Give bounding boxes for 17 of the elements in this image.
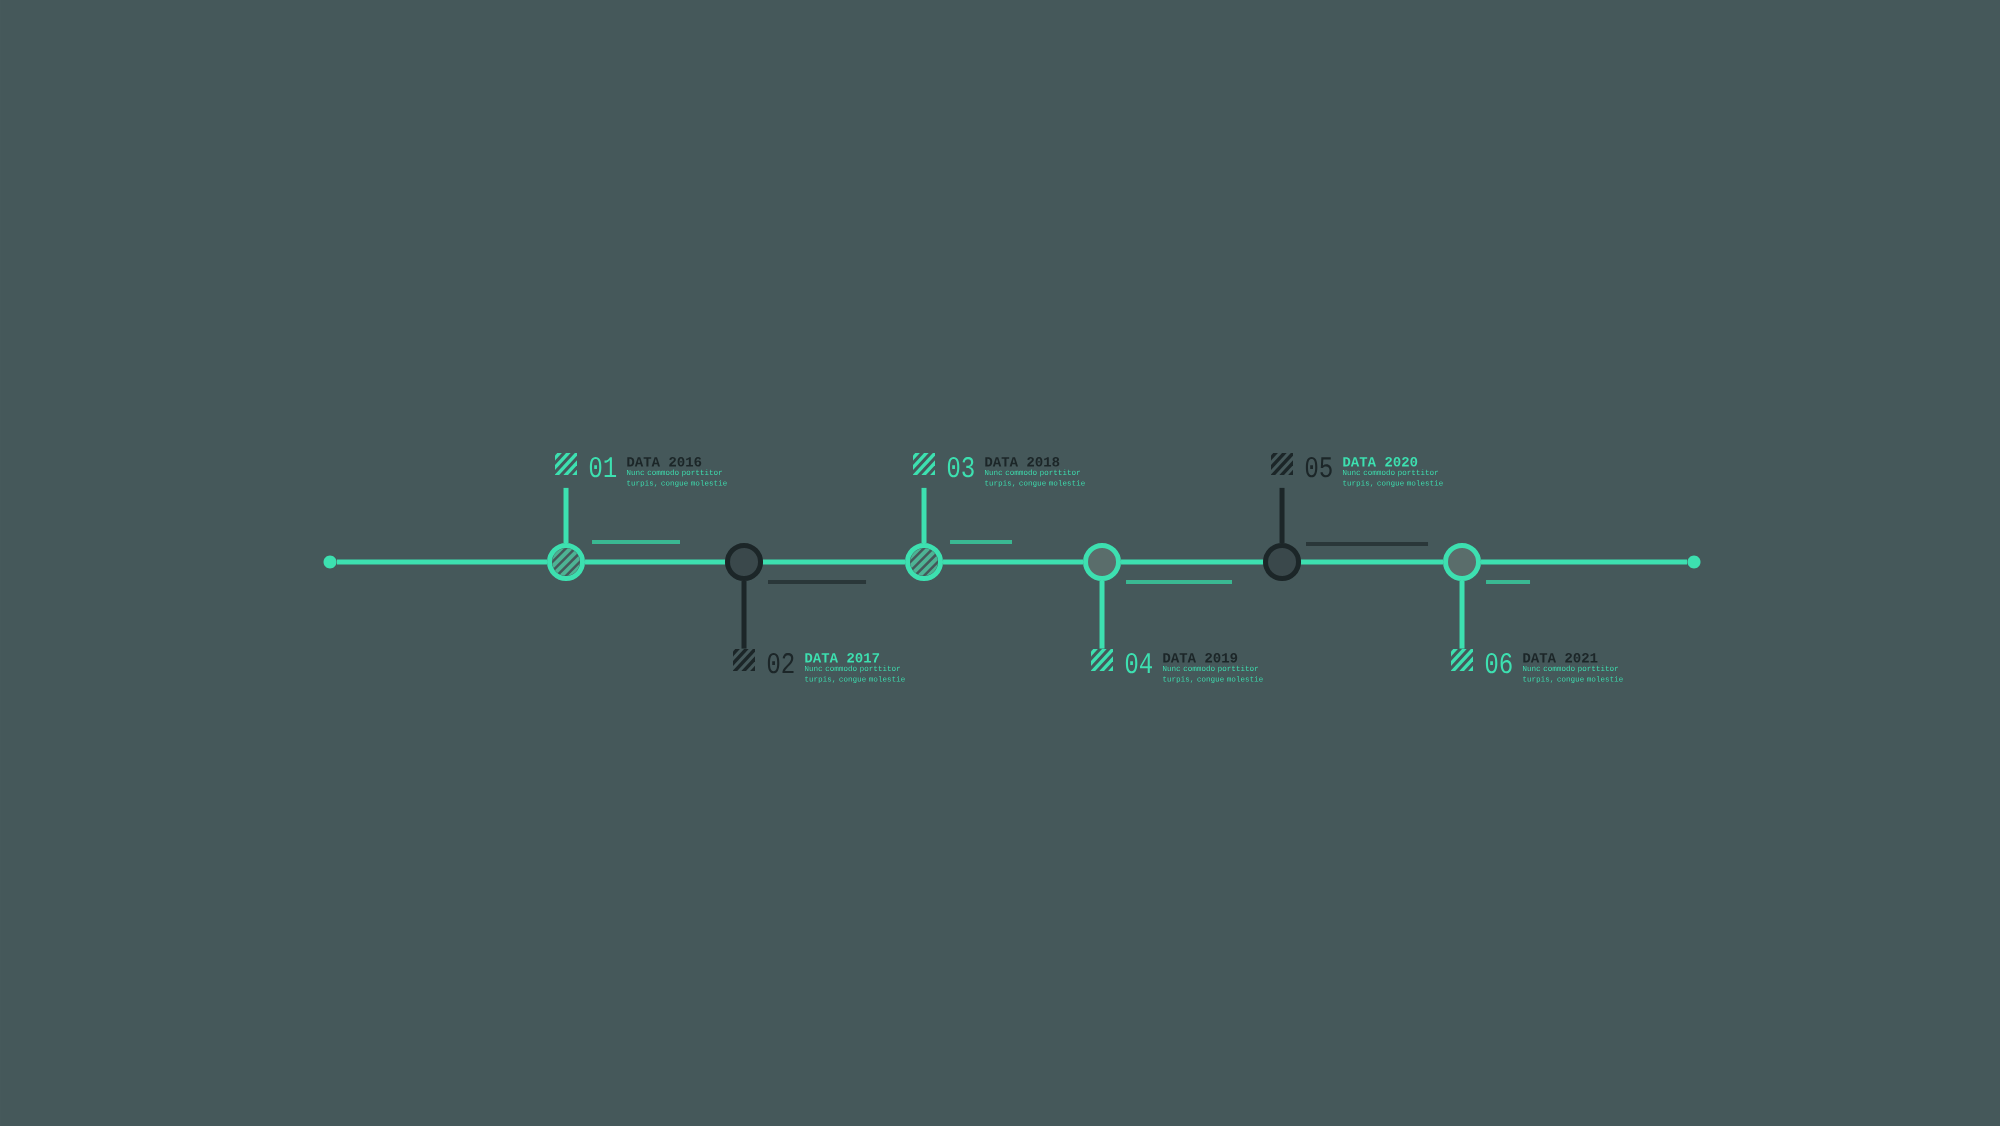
timeline-line	[763, 559, 905, 565]
leader-line	[741, 581, 747, 649]
leader-line	[563, 487, 569, 543]
milestone-number: 06	[1485, 652, 1512, 674]
leader-line	[1279, 487, 1285, 543]
leader-line	[921, 487, 927, 543]
leader-line	[1459, 581, 1465, 649]
timeline-line	[1301, 559, 1443, 565]
timeline-line	[1121, 559, 1263, 565]
timeline-line	[336, 559, 547, 565]
timeline-line	[943, 559, 1083, 565]
leader-line	[1099, 581, 1105, 649]
timeline-line	[1481, 559, 1688, 565]
milestone-number: 04	[1125, 652, 1152, 674]
milestone-number: 01	[589, 456, 617, 478]
timeline-line	[585, 559, 725, 565]
milestone-number: 03	[947, 456, 974, 478]
